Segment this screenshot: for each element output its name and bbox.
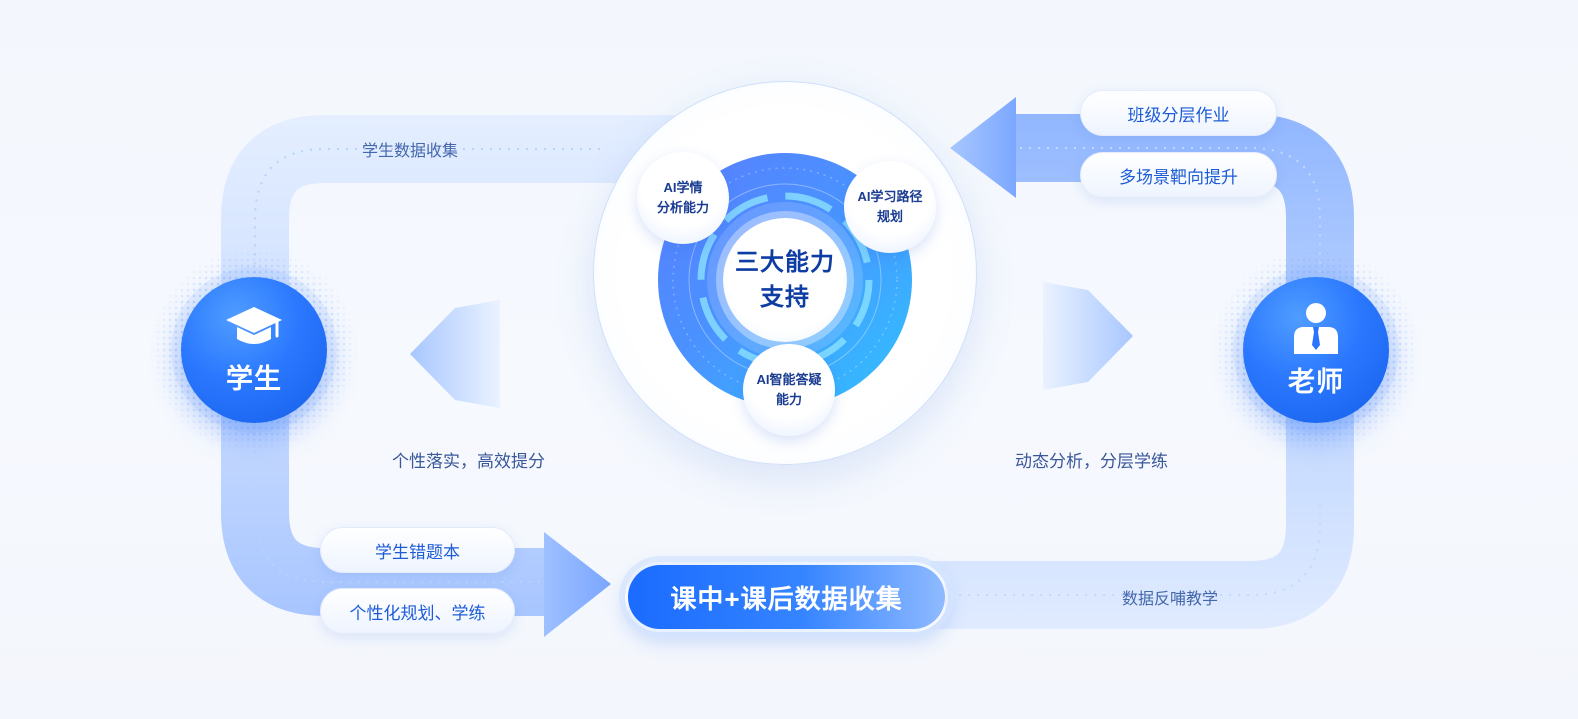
ability-line: 能力 [775, 392, 802, 407]
ability-line: 规划 [876, 209, 903, 224]
left-caption: 个性落实，高效提分 [392, 452, 545, 471]
ability-smart-qa: AI智能答疑 能力 [743, 344, 835, 436]
ability-line: 分析能力 [656, 200, 709, 215]
ability-line: AI智能答疑 [756, 372, 822, 387]
ability-line: AI学情 [663, 180, 703, 195]
right-caption: 动态分析，分层学练 [1015, 452, 1168, 471]
right-chevron-arrow [1043, 282, 1133, 390]
graduation-cap-icon [226, 306, 282, 344]
core-title-line2: 支持 [760, 284, 810, 311]
teacher-label: 老师 [1288, 366, 1344, 397]
left-chevron-arrow [410, 300, 500, 408]
capabilities-core: 三大能力 支持 [723, 218, 847, 342]
student-flow-arrowhead [544, 532, 611, 637]
ability-line: AI学习路径 [857, 189, 923, 204]
student-output-pill: 学生错题本 [320, 527, 515, 573]
teacher-flow-arrowhead [950, 97, 1016, 198]
teacher-output-pill: 班级分层作业 [1080, 90, 1277, 136]
data-feedback-teaching-label: 数据反哺教学 [1122, 591, 1219, 608]
student-label: 学生 [226, 363, 282, 394]
ability-learning-path: AI学习路径 规划 [844, 161, 936, 253]
teacher-person-icon [1294, 302, 1338, 354]
teacher-output-pill: 多场景靶向提升 [1080, 152, 1277, 198]
core-title-line1: 三大能力 [735, 249, 835, 276]
ability-learning-analysis: AI学情 分析能力 [637, 152, 729, 244]
student-data-collection-label: 学生数据收集 [362, 143, 459, 160]
student-flow-dotted-guide [254, 148, 600, 583]
student-node: 学生 [181, 277, 327, 423]
teacher-node: 老师 [1243, 277, 1389, 423]
data-collection-pill: 课中+课后数据收集 [625, 562, 948, 632]
student-output-pill: 个性化规划、学练 [320, 588, 515, 634]
